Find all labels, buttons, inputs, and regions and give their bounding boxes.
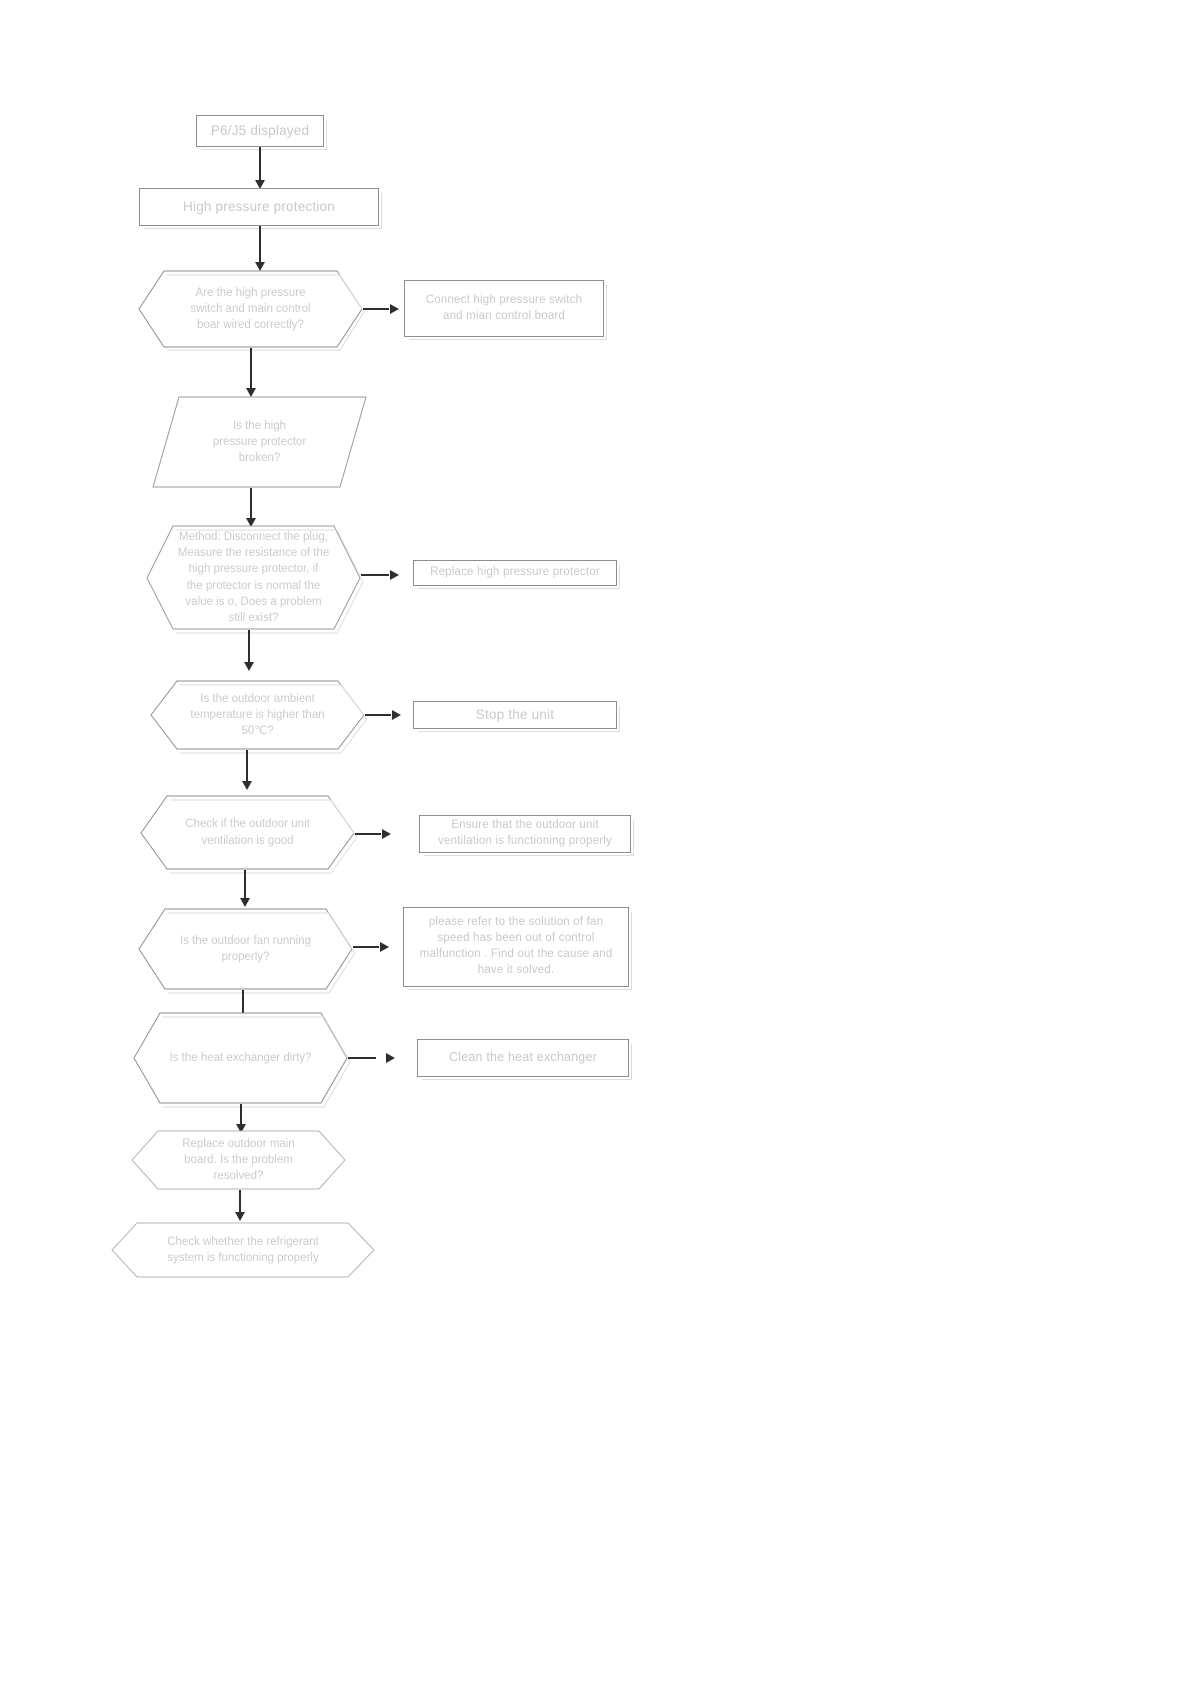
node-clean-exchanger[interactable]: Clean the heat exchanger	[417, 1039, 632, 1080]
arrowhead-wiring-to-connect	[390, 304, 399, 314]
arrowhead-fan-to-solution	[380, 942, 389, 952]
connector-wiring-stub	[363, 308, 389, 310]
node-replace-main-board-label: Replace outdoor main board. Is the probl…	[182, 1137, 295, 1183]
node-clean-exchanger-label: Clean the heat exchanger	[449, 1050, 597, 1065]
connector-board-to-refrigerant	[239, 1190, 241, 1218]
hexagon-shape	[146, 525, 364, 634]
connector-fan-stub	[353, 946, 379, 948]
node-ventilation-check-label: Check if the outdoor unit ventilation is…	[185, 818, 310, 847]
arrowhead-ambient-to-ventilation	[242, 781, 252, 790]
arrowhead-ventilation-to-fan	[240, 898, 250, 907]
node-replace-protector[interactable]: Replace high pressure protector	[413, 560, 620, 589]
arrowhead-protector-to-method	[246, 518, 256, 527]
arrowhead-protection-to-wiring	[255, 262, 265, 271]
node-wiring-check[interactable]: Are the high pressure switch and main co…	[138, 270, 365, 351]
node-start[interactable]: P6/J5 displayed	[196, 115, 327, 150]
node-ventilation-check[interactable]: Check if the outdoor unit ventilation is…	[140, 795, 358, 874]
node-fan-solution[interactable]: please refer to the solution of fan spee…	[403, 907, 632, 990]
node-method-measure-label: Method: Disconnect the plug, Measure the…	[177, 530, 330, 625]
arrowhead-start-to-protection	[255, 180, 265, 189]
node-wiring-check-label: Are the high pressure switch and main co…	[190, 286, 311, 332]
hexagon-shape	[138, 270, 365, 351]
arrowhead-method-to-ambient	[244, 662, 254, 671]
node-fan-solution-label: please refer to the solution of fan spee…	[419, 916, 613, 976]
node-high-pressure-protection[interactable]: High pressure protection	[139, 188, 382, 229]
hexagon-shape	[150, 680, 368, 754]
connector-method-to-ambient	[248, 630, 250, 668]
node-ambient-temp-label: Is the outdoor ambient temperature is hi…	[190, 692, 325, 738]
connector-wiring-to-protector	[250, 348, 252, 392]
connector-exchanger-stub	[348, 1057, 376, 1059]
node-heat-exchanger-label: Is the heat exchanger dirty?	[169, 1051, 312, 1064]
node-connect-switch[interactable]: Connect high pressure switch and mian co…	[404, 280, 607, 340]
node-replace-protector-label: Replace high pressure protector	[430, 566, 600, 579]
node-heat-exchanger[interactable]: Is the heat exchanger dirty?	[133, 1012, 351, 1108]
node-high-pressure-protection-label: High pressure protection	[183, 198, 335, 214]
node-ensure-ventilation-label: Ensure that the outdoor unit ventilation…	[438, 819, 612, 847]
arrowhead-method-to-replace	[390, 570, 399, 580]
node-fan-running[interactable]: Is the outdoor fan running properly?	[138, 908, 356, 994]
hexagon-shape	[138, 908, 356, 994]
connector-ventilation-to-fan	[244, 870, 246, 903]
node-ambient-temp[interactable]: Is the outdoor ambient temperature is hi…	[150, 680, 368, 754]
connector-exchanger-to-board	[240, 1104, 242, 1132]
arrowhead-exchanger-to-board	[236, 1124, 246, 1133]
arrowhead-ambient-to-stop	[392, 710, 401, 720]
connector-ventilation-stub	[355, 833, 381, 835]
node-check-refrigerant[interactable]: Check whether the refrigerant system is …	[111, 1222, 375, 1278]
node-check-refrigerant-label: Check whether the refrigerant system is …	[167, 1235, 319, 1264]
connector-protector-to-method	[250, 488, 252, 522]
arrowhead-wiring-to-protector	[246, 388, 256, 397]
connector-ambient-to-ventilation	[246, 750, 248, 786]
connector-fan-to-exchanger	[242, 990, 244, 1022]
node-protector-broken-label: Is the high pressure protector broken?	[212, 419, 307, 465]
arrowhead-board-to-refrigerant	[235, 1212, 245, 1221]
arrowhead-exchanger-to-clean	[386, 1053, 395, 1063]
node-method-measure[interactable]: Method: Disconnect the plug, Measure the…	[146, 525, 364, 634]
connector-start-to-protection	[259, 147, 261, 183]
node-connect-switch-label: Connect high pressure switch and mian co…	[425, 293, 583, 322]
connector-method-stub	[361, 574, 389, 576]
node-stop-unit-label: Stop the unit	[475, 706, 555, 722]
node-fan-running-label: Is the outdoor fan running properly?	[179, 934, 312, 963]
connector-protection-to-wiring	[259, 226, 261, 266]
arrowhead-ventilation-to-ensure	[382, 829, 391, 839]
node-stop-unit[interactable]: Stop the unit	[413, 701, 620, 732]
node-ensure-ventilation[interactable]: Ensure that the outdoor unit ventilation…	[419, 815, 634, 856]
node-replace-main-board[interactable]: Replace outdoor main board. Is the probl…	[131, 1130, 346, 1190]
node-start-label: P6/J5 displayed	[210, 122, 310, 138]
parallelogram-shape	[152, 396, 367, 488]
hexagon-shape	[140, 795, 358, 874]
hexagon-shape	[111, 1222, 375, 1278]
hexagon-shape	[133, 1012, 351, 1108]
connector-ambient-stub	[365, 714, 391, 716]
hexagon-shape	[131, 1130, 346, 1190]
node-protector-broken[interactable]: Is the high pressure protector broken?	[152, 396, 367, 488]
